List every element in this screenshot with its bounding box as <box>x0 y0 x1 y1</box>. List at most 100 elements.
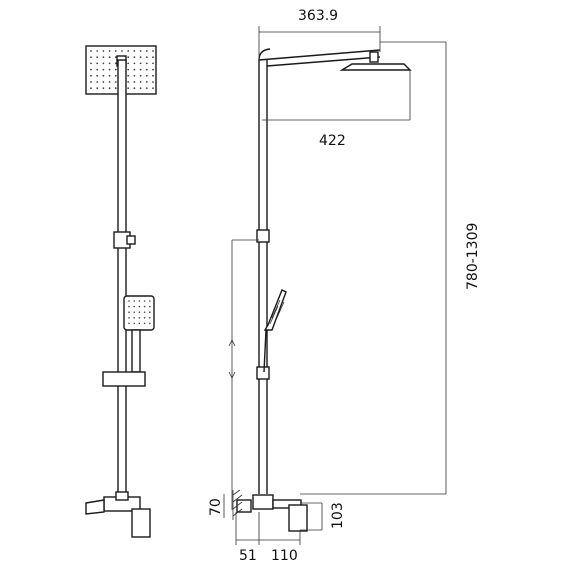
nozzle-dot <box>139 62 142 65</box>
nozzle-dot <box>133 322 135 325</box>
nozzle-dot <box>152 81 154 83</box>
nozzle-dot <box>102 62 105 65</box>
nozzle-dot <box>102 87 105 90</box>
nozzle-dot <box>128 300 130 302</box>
nozzle-dot <box>108 68 111 71</box>
rain-head-connector-side <box>369 51 379 63</box>
nozzle-dot <box>143 317 146 319</box>
nozzle-dot <box>139 56 142 59</box>
nozzle-dot <box>114 87 117 90</box>
nozzle-dot <box>108 87 111 90</box>
nozzle-dot <box>121 50 123 52</box>
dimension-label-valve-height: 103 <box>330 502 346 529</box>
nozzle-dot <box>102 56 105 59</box>
nozzle-dot <box>139 50 142 52</box>
nozzle-dot <box>145 50 148 52</box>
hand-shower-face-side <box>269 299 285 325</box>
dimension-label-arm-reach: 363.9 <box>298 8 338 24</box>
nozzle-dot <box>145 68 148 71</box>
nozzle-dot <box>152 62 154 65</box>
nozzle-dot <box>96 50 99 52</box>
nozzle-dot <box>152 68 154 71</box>
front-view <box>85 45 157 538</box>
nozzle-dot <box>102 74 105 77</box>
nozzle-dot <box>90 50 92 52</box>
nozzle-dot <box>128 311 130 314</box>
nozzle-dot <box>149 317 151 319</box>
nozzle-dot <box>108 62 111 65</box>
nozzle-dot <box>96 87 99 90</box>
mixer-left-eccentric-front <box>85 499 105 515</box>
nozzle-dot <box>145 87 148 90</box>
nozzle-dot <box>149 311 151 314</box>
nozzle-dot <box>149 300 151 302</box>
dimension-lines <box>223 26 447 545</box>
mixer-connector-front <box>115 491 129 501</box>
nozzle-dot <box>127 87 130 90</box>
nozzle-dot <box>114 62 117 65</box>
nozzle-dot <box>138 300 141 302</box>
nozzle-dot <box>96 62 99 65</box>
nozzle-dot <box>127 62 130 65</box>
nozzle-dot <box>108 81 111 83</box>
rain-head-side <box>339 63 412 71</box>
nozzle-dot <box>90 62 92 65</box>
nozzle-dot <box>152 56 154 59</box>
nozzle-dot <box>143 305 146 308</box>
nozzle-dot <box>90 81 92 83</box>
height-adjust-clamp-side <box>256 229 270 243</box>
nozzle-dot <box>114 50 117 52</box>
nozzle-dot <box>139 81 142 83</box>
nozzle-dot <box>108 50 111 52</box>
nozzle-dot <box>90 68 92 71</box>
nozzle-dot <box>139 74 142 77</box>
nozzle-dot <box>114 68 117 71</box>
slider-holder-front <box>102 371 146 387</box>
wall-hatching <box>232 489 243 520</box>
mixer-body-side <box>252 494 274 510</box>
nozzle-dot <box>138 322 141 325</box>
nozzle-dot <box>108 74 111 77</box>
nozzle-dot <box>127 50 130 52</box>
dimension-label-valve-depth: 110 <box>271 548 298 564</box>
dimension-label-wall-offset: 51 <box>239 548 257 564</box>
nozzle-dot <box>149 322 151 325</box>
nozzle-dot <box>145 74 148 77</box>
mixer-lever-front <box>131 508 151 538</box>
nozzle-dot <box>133 68 136 71</box>
nozzle-dot <box>139 87 142 90</box>
nozzle-dot <box>133 50 136 52</box>
nozzle-dot <box>90 74 92 77</box>
nozzle-dot <box>90 87 92 90</box>
nozzle-dot <box>102 68 105 71</box>
shower-arm-elbow <box>258 48 271 61</box>
nozzle-dot <box>96 68 99 71</box>
nozzle-dot <box>133 305 135 308</box>
nozzle-dot <box>133 56 136 59</box>
nozzle-dot <box>114 74 117 77</box>
dimension-label-head-width: 422 <box>319 133 346 149</box>
nozzle-dot <box>143 311 146 314</box>
nozzle-dot <box>128 317 130 319</box>
hand-shower-handle-front <box>131 329 141 373</box>
nozzle-dot <box>127 74 130 77</box>
nozzle-dot <box>138 305 141 308</box>
nozzle-dot <box>127 81 130 83</box>
nozzle-dot <box>149 305 151 308</box>
nozzle-dot <box>145 56 148 59</box>
side-view <box>232 48 412 532</box>
shower-arm-top <box>258 49 381 61</box>
nozzle-dot <box>96 81 99 83</box>
hand-shower-nozzles <box>128 300 151 325</box>
nozzle-dot <box>90 56 92 59</box>
nozzle-dot <box>152 74 154 77</box>
hand-shower-handle-side <box>263 329 267 373</box>
dimension-label-height-range: 780-1309 <box>465 223 481 290</box>
dimension-label-outlet-height: 70 <box>208 498 224 516</box>
shower-arm-bottom <box>266 56 381 67</box>
nozzle-dot <box>152 87 154 90</box>
nozzle-dot <box>128 322 130 325</box>
nozzle-dot <box>138 317 141 319</box>
nozzle-dot <box>133 317 135 319</box>
